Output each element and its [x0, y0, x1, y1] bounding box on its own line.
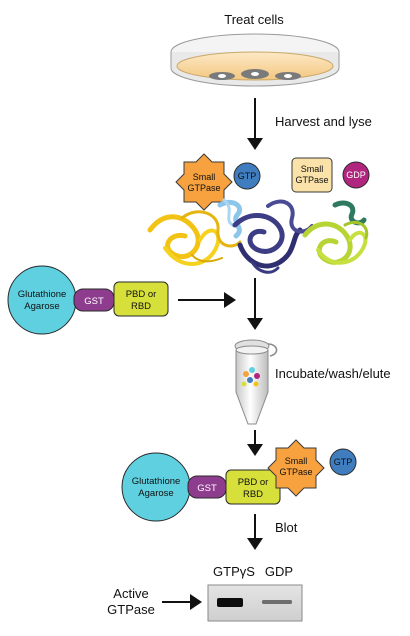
- lane-gdp-label: GDP: [265, 564, 293, 579]
- step-incubate-label: Incubate/wash/elute: [275, 366, 391, 381]
- arrow-down-icon: [247, 514, 263, 550]
- glutathione-bead-complex: Glutathione Agarose GST PBD or RBD: [7, 265, 169, 335]
- arrow-right-icon: [162, 594, 202, 610]
- active-gtpase-icon: Small GTPase GTP: [175, 153, 261, 211]
- step-treat-cells-label: Treat cells: [224, 12, 284, 27]
- bound-complex: Glutathione Agarose GST PBD or RBD Small…: [121, 439, 357, 522]
- arrow-down-icon: [247, 98, 263, 150]
- glutathione-agarose-label: Glutathione: [132, 476, 181, 487]
- inactive-gtpase-icon: Small GTPase GDP: [291, 157, 370, 193]
- gst-label: GST: [84, 296, 104, 307]
- glutathione-agarose-label: Agarose: [138, 488, 173, 499]
- active-gtpase-label: Active: [113, 586, 148, 601]
- microcentrifuge-tube-icon: [234, 339, 278, 425]
- lane-gtpgs-label: GTPγS: [213, 564, 255, 579]
- pbd-rbd-label: PBD or: [238, 477, 269, 488]
- step-harvest-lyse-label: Harvest and lyse: [275, 114, 372, 129]
- small-gtpase-label: GTPase: [279, 467, 312, 477]
- pbd-rbd-label: RBD: [243, 489, 263, 500]
- petri-dish-icon: [170, 33, 340, 87]
- gtp-label: GTP: [334, 457, 353, 467]
- gtp-label: GTP: [238, 171, 257, 181]
- active-gtpase-label: GTPase: [107, 602, 155, 617]
- small-gtpase-label: Small: [193, 172, 216, 182]
- western-blot-image: [207, 584, 303, 622]
- small-gtpase-label: Small: [285, 456, 308, 466]
- pbd-rbd-label: PBD or: [126, 289, 157, 300]
- gst-label: GST: [197, 483, 217, 494]
- glutathione-agarose-label: Agarose: [24, 301, 59, 312]
- step-blot-label: Blot: [275, 520, 298, 535]
- arrow-down-icon: [247, 430, 263, 456]
- small-gtpase-label: GTPase: [295, 175, 328, 185]
- gdp-label: GDP: [346, 170, 366, 180]
- blot-band-weak: [262, 600, 292, 604]
- arrow-down-icon: [247, 278, 263, 330]
- arrow-right-icon: [178, 292, 236, 308]
- small-gtpase-label: GTPase: [187, 183, 220, 193]
- protein-structure-image: [147, 198, 369, 274]
- blot-band-strong: [217, 598, 243, 607]
- small-gtpase-label: Small: [301, 164, 324, 174]
- glutathione-agarose-label: Glutathione: [18, 289, 67, 300]
- pbd-rbd-label: RBD: [131, 301, 151, 312]
